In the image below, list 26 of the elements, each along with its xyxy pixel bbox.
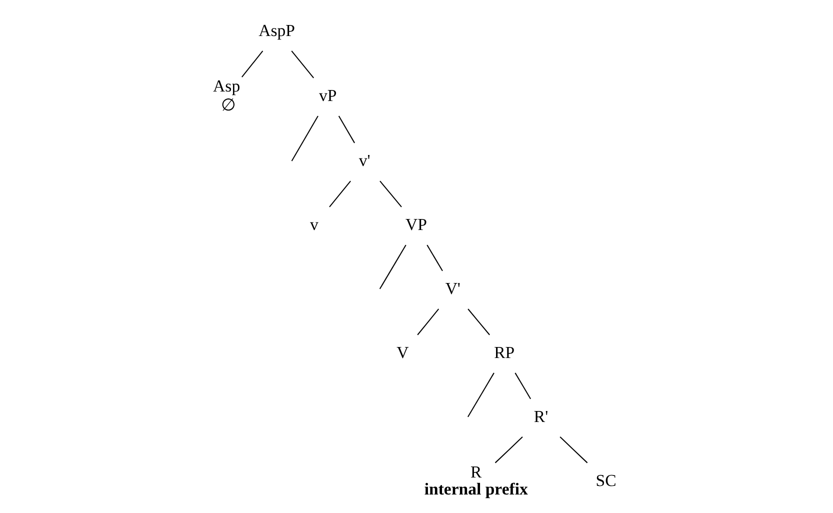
node-text: vP <box>318 86 337 105</box>
connector <box>379 244 406 289</box>
node-text: AspP <box>258 20 296 40</box>
connector <box>514 372 532 399</box>
node-text: v <box>310 214 318 234</box>
connector <box>291 115 318 161</box>
connector <box>468 308 490 335</box>
node-text: VP <box>405 214 427 234</box>
node-text: V' <box>445 278 460 298</box>
node-text: v' <box>358 150 370 170</box>
connector <box>426 244 443 271</box>
connector <box>560 436 588 463</box>
node-text: RP <box>494 342 515 362</box>
connector <box>380 180 402 207</box>
connector <box>291 50 314 78</box>
connector <box>494 436 523 463</box>
node-text: R internal prefix <box>424 462 528 498</box>
node-text: R' <box>534 406 548 426</box>
connector <box>329 180 351 207</box>
node-text: SC <box>596 470 616 490</box>
connector <box>242 50 264 77</box>
connector <box>338 115 355 143</box>
connector <box>467 372 494 417</box>
connector <box>417 308 440 335</box>
node-text: Asp ∅ <box>213 76 240 114</box>
node-text: V <box>396 342 409 362</box>
